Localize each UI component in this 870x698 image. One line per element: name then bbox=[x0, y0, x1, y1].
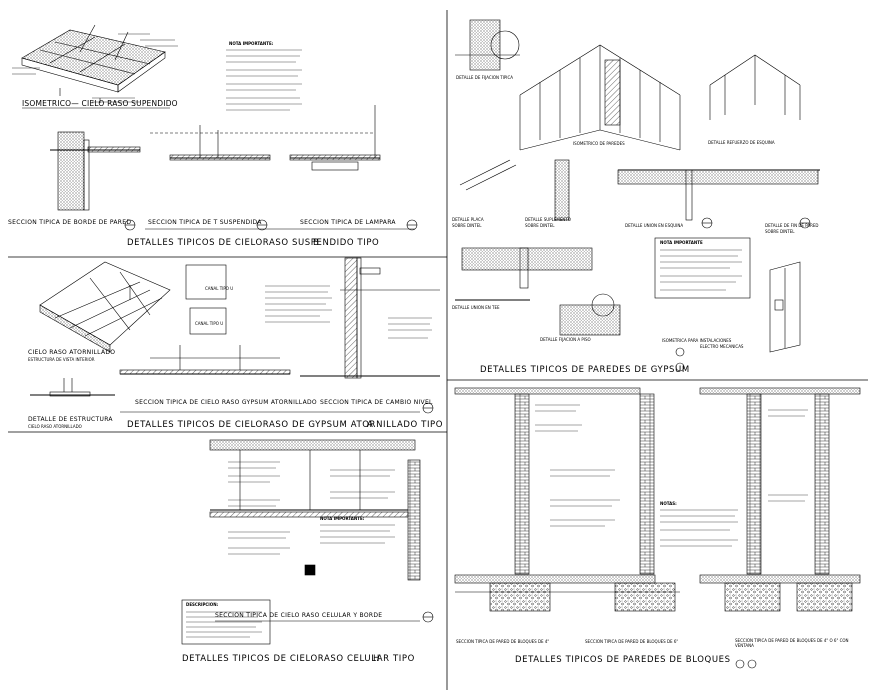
section-marker-icon bbox=[124, 217, 811, 669]
panel4-detail-2-sub: SOBRE DINTEL bbox=[525, 223, 555, 228]
panel1-iso-caption: ISOMETRICO— CIELO RASO SUPENDIDO bbox=[22, 99, 178, 108]
note-text-p2 bbox=[265, 285, 432, 339]
iso-walls bbox=[519, 44, 681, 151]
detail-structure bbox=[30, 378, 115, 397]
panel4-detail-2: DETALLE SUPLEMENTO bbox=[525, 217, 571, 222]
panel3-title: DETALLES TIPICOS DE CIELORASO CELULAR TI… bbox=[182, 654, 415, 664]
description-lines bbox=[186, 611, 262, 638]
panel1-title: DETALLES TIPICOS DE CIELORASO SUSPENDIDO… bbox=[127, 238, 380, 248]
note-lines-p1 bbox=[12, 33, 178, 103]
panel5-section-1: SECCION TIPICA DE PARED DE BLOQUES DE 4" bbox=[456, 639, 550, 644]
title-underlines bbox=[22, 107, 420, 622]
panel4-caption-1: DETALLE DE FIJACION TIPICA bbox=[456, 75, 513, 80]
panel2-section-2: SECCION TIPICA DE CAMBIO NIVEL bbox=[320, 399, 433, 406]
panel5-nota: NOTAS: bbox=[660, 501, 677, 506]
panel3-type-letter: H bbox=[373, 654, 380, 664]
panel2-detail-sub: CIELO RASO ATORNILLADO bbox=[28, 424, 82, 429]
section-level-change bbox=[300, 257, 440, 379]
panel4-detail-1-sub: SOBRE DINTEL bbox=[452, 223, 482, 228]
panel4-detail-4: DETALLE DE FIN DE PARED bbox=[765, 223, 819, 228]
panel2-iso-sub: ESTRUCTURA DE VISTA INTERIOR bbox=[28, 357, 95, 362]
panel4-iso2: ISOMETRICA PARA INSTALACIONES bbox=[662, 338, 732, 343]
panel1-type-letter: B bbox=[313, 238, 320, 248]
description-box bbox=[181, 599, 271, 645]
detail-plates bbox=[459, 159, 820, 221]
panel1-section-1: SECCION TIPICA DE BORDE DE PARED bbox=[8, 219, 132, 226]
panel4-caption-2: ISOMETRICO DE PAREDES bbox=[573, 141, 625, 146]
panel2-iso-caption: CIELO RASO ATORNILLADO bbox=[28, 349, 116, 356]
panel4-iso2-sub: ELECTRO MECANICAS bbox=[700, 344, 744, 349]
corner-reinforcement bbox=[709, 54, 801, 120]
panel4-note-title: NOTA IMPORTANTE bbox=[660, 240, 703, 245]
iso-install-elec bbox=[769, 261, 801, 353]
note-box-p4 bbox=[654, 237, 751, 299]
panel5-section-3: SECCION TIPICA DE PARED DE BLOQUES DE 4"… bbox=[735, 638, 849, 648]
section-gypsum-screwed bbox=[119, 264, 291, 375]
iso-suspended-ceiling bbox=[21, 24, 166, 103]
note-text-p1 bbox=[226, 49, 302, 111]
note-text-p3 bbox=[228, 461, 395, 555]
sheet-dividers bbox=[8, 10, 868, 690]
panel3-note-title: NOTA IMPORTANTE: bbox=[320, 516, 365, 521]
panel1-section-2: SECCION TIPICA DE T SUSPENDIDA bbox=[148, 219, 262, 226]
block-wall-window bbox=[699, 387, 861, 612]
section-wall-edge bbox=[50, 131, 141, 211]
section-t-suspended bbox=[150, 130, 375, 161]
panel5-title: DETALLES TIPICOS DE PAREDES DE BLOQUES bbox=[515, 655, 731, 665]
detail-tee-floor bbox=[455, 247, 621, 336]
panel1-note-title: NOTA IMPORTANTE: bbox=[229, 41, 274, 46]
panel4-detail-3: DETALLE UNION EN ESQUINA bbox=[625, 223, 684, 228]
panel3-desc-title: DESCRIPCION: bbox=[186, 602, 219, 607]
panel1-section-3: SECCION TIPICA DE LAMPARA bbox=[300, 219, 396, 226]
panel3-section: SECCION TIPICA DE CIELO RASO CELULAR Y B… bbox=[215, 612, 383, 619]
panel4-detail-4-sub: SOBRE DINTEL bbox=[765, 229, 795, 234]
panel4-detail-5: DETALLE UNION EN TEE bbox=[452, 305, 500, 310]
panel4-caption-3: DETALLE REFUERZO DE ESQUINA bbox=[708, 140, 775, 145]
section-cellular bbox=[209, 439, 421, 581]
note-text-p5 bbox=[535, 404, 808, 547]
section-lamp bbox=[199, 105, 381, 171]
panel2-canal-u2: CANAL TIPO U bbox=[195, 321, 224, 326]
panel5-section-2: SECCION TIPICA DE PARED DE BLOQUES DE 6" bbox=[585, 639, 679, 644]
iso-screwed-ceiling bbox=[39, 261, 171, 353]
panel2-canal-u: CANAL TIPO U bbox=[205, 286, 234, 291]
panel2-detail-caption: DETALLE DE ESTRUCTURA bbox=[28, 416, 113, 423]
panel2-section-1: SECCION TIPICA DE CIELO RASO GYPSUM ATOR… bbox=[135, 399, 317, 406]
panel2-title: DETALLES TIPICOS DE CIELORASO DE GYPSUM … bbox=[127, 420, 444, 430]
panel4-title: DETALLES TIPICOS DE PAREDES DE GYPSUM bbox=[480, 365, 690, 375]
panel4-detail-6: DETALLE FIJACION A PISO bbox=[540, 337, 591, 342]
note-text-p4 bbox=[660, 249, 742, 291]
panel4-detail-1: DETALLE PLACA bbox=[452, 217, 484, 222]
block-wall-4 bbox=[454, 387, 680, 612]
panel2-type-letter: A bbox=[367, 420, 374, 430]
fixing-detail bbox=[455, 19, 520, 71]
